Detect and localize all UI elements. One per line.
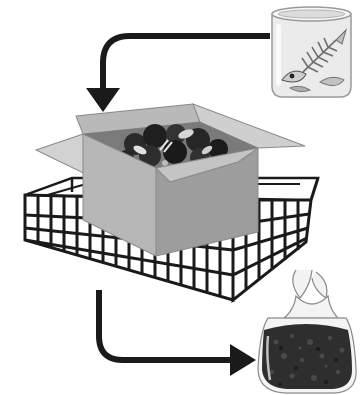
arrow-jar-to-box	[86, 36, 270, 112]
plastic-bag-with-compost-icon	[258, 270, 356, 393]
arrow-box-to-bag	[99, 290, 256, 376]
jar-with-food-scraps-icon	[272, 7, 351, 97]
